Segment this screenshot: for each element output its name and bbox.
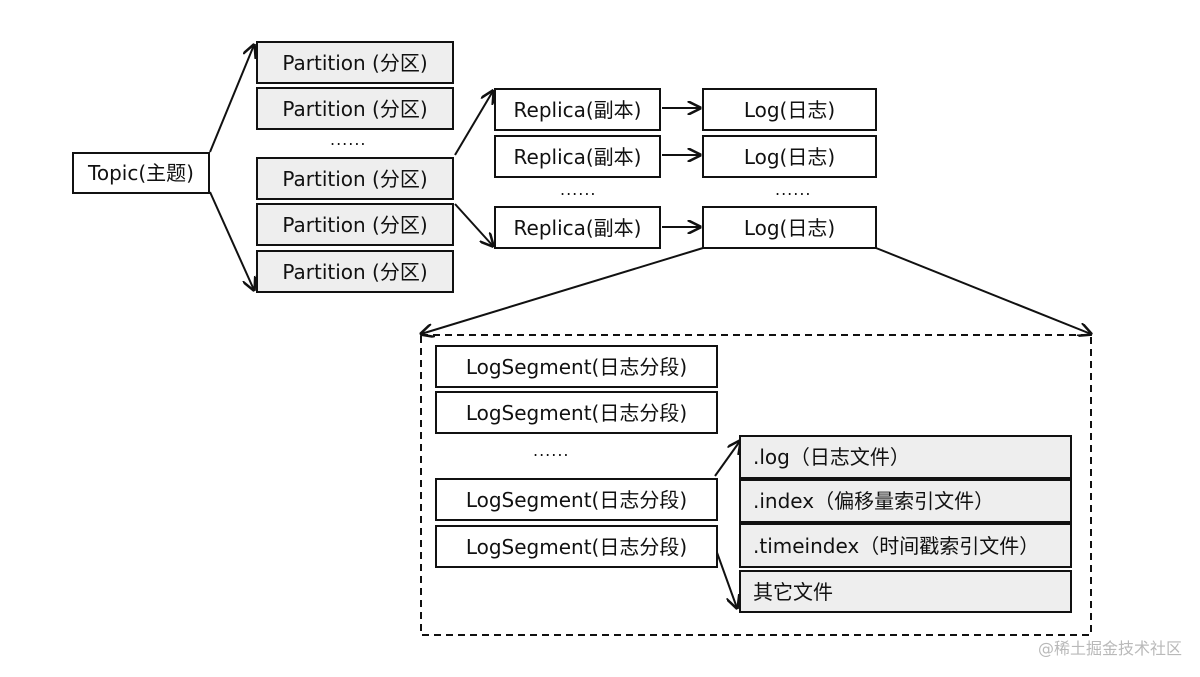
timeindex-file-node: .timeindex（时间戳索引文件） [739,523,1072,568]
partition-node: Partition (分区) [256,41,454,84]
replica-ellipsis: ...... [560,180,597,199]
replica-node: Replica(副本) [494,135,661,178]
topic-node: Topic(主题) [72,152,210,194]
partition-node: Partition (分区) [256,250,454,293]
log-to-segment-group-right-arrow [875,247,1091,334]
topic-to-partition-1-arrow [209,45,254,153]
log-node: Log(日志) [702,135,877,178]
replica-node: Replica(副本) [494,88,661,131]
segment-to-log-file-arrow [714,441,740,477]
partition-node: Partition (分区) [256,157,454,200]
partition-node: Partition (分区) [256,87,454,130]
index-file-node: .index（偏移量索引文件） [739,479,1072,523]
log-node: Log(日志) [702,206,877,249]
log-segment-node: LogSegment(日志分段) [435,391,718,434]
partition-node: Partition (分区) [256,203,454,246]
log-file-node: .log（日志文件） [739,435,1072,479]
watermark-text: @稀土掘金技术社区 [1037,639,1182,658]
log-segment-ellipsis: ...... [533,441,570,460]
partition-ellipsis: ...... [330,130,367,149]
replica-node: Replica(副本) [494,206,661,249]
log-ellipsis: ...... [775,180,812,199]
partition-to-replica-1-arrow [454,91,493,156]
topic-to-partition-5-arrow [209,191,254,290]
log-segment-node: LogSegment(日志分段) [435,345,718,388]
partition-to-replica-3-arrow [454,203,493,246]
log-segment-node: LogSegment(日志分段) [435,478,718,521]
log-to-segment-group-left-arrow [421,247,704,334]
other-file-node: 其它文件 [739,570,1072,613]
log-node: Log(日志) [702,88,877,131]
segment-to-other-file-arrow [714,546,737,608]
log-segment-node: LogSegment(日志分段) [435,525,718,568]
